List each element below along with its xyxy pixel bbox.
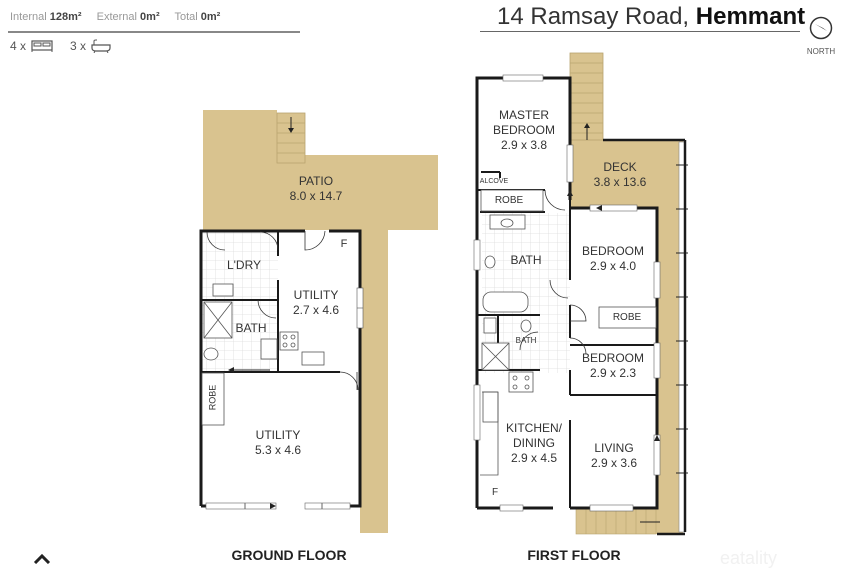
room-deck: DECK 3.8 x 13.6 <box>594 160 647 190</box>
room-kitchen-dining: KITCHEN/ DINING 2.9 x 4.5 <box>506 421 562 466</box>
north-label: NORTH <box>806 47 836 56</box>
room-name: LIVING <box>594 441 634 455</box>
room-name-line1: MASTER <box>498 108 550 122</box>
room-name-line1: KITCHEN/ <box>505 421 563 435</box>
room-alcove: ALCOVE <box>479 178 509 185</box>
room-size: 2.9 x 2.3 <box>589 366 637 380</box>
room-laundry: L'DRY <box>227 258 261 273</box>
room-robe-master: ROBE <box>494 195 524 206</box>
room-size: 8.0 x 14.7 <box>289 189 343 203</box>
room-name-line2: BEDROOM <box>492 123 556 137</box>
room-name: UTILITY <box>293 288 339 302</box>
room-size: 3.8 x 13.6 <box>593 175 647 189</box>
internal-label: Internal <box>10 11 47 23</box>
total-value: 0m² <box>200 11 221 23</box>
fridge-mark-first: F <box>491 487 499 498</box>
room-bath-ground: BATH <box>235 321 266 336</box>
header-divider <box>8 31 300 33</box>
street-address: 14 Ramsay Road, <box>497 3 690 30</box>
room-bath-main: BATH <box>510 253 542 267</box>
total-label: Total <box>174 11 198 23</box>
room-name: BATH <box>235 321 267 335</box>
fridge-mark-ground: F <box>340 238 348 250</box>
room-name: BEDROOM <box>581 244 645 258</box>
room-bedroom-2: BEDROOM 2.9 x 4.0 <box>582 244 644 274</box>
room-size: 2.9 x 3.6 <box>590 456 638 470</box>
room-bath-ensuite: BATH <box>515 336 537 345</box>
compass-icon <box>809 16 833 40</box>
bedroom-count: 4 x <box>10 39 27 53</box>
room-name: DECK <box>603 160 637 174</box>
room-counts: 4 x 3 x <box>10 39 112 53</box>
room-name-line2: DINING <box>512 436 555 450</box>
bed-icon <box>31 40 53 52</box>
bathroom-count: 3 x <box>70 39 87 53</box>
suburb: Hemmant <box>695 3 806 30</box>
room-name: UTILITY <box>255 428 301 442</box>
north-compass: NORTH <box>806 16 836 56</box>
bathtub-icon <box>91 39 111 53</box>
room-utility-upper: UTILITY 2.7 x 4.6 <box>293 288 339 318</box>
ground-floor-plan <box>199 110 438 533</box>
external-label: External <box>96 11 137 23</box>
room-living: LIVING 2.9 x 3.6 <box>591 441 637 471</box>
external-value: 0m² <box>140 11 160 23</box>
title-divider <box>480 31 800 32</box>
room-patio: PATIO 8.0 x 14.7 <box>290 174 343 204</box>
room-size: 2.7 x 4.6 <box>292 303 340 317</box>
room-name: ROBE <box>207 384 218 411</box>
room-size: 2.9 x 4.5 <box>510 451 558 465</box>
room-name: L'DRY <box>226 258 262 272</box>
room-size: 2.9 x 3.8 <box>500 138 548 152</box>
room-robe-bedroom: ROBE <box>612 312 642 323</box>
room-size: 5.3 x 4.6 <box>254 443 302 457</box>
area-summary: Internal 128m² External 0m² Total 0m² <box>10 11 232 23</box>
room-name: PATIO <box>298 174 334 188</box>
room-master-bedroom: MASTER BEDROOM 2.9 x 3.8 <box>493 108 555 153</box>
first-floor-title: FIRST FLOOR <box>527 547 621 563</box>
room-utility-lower: UTILITY 5.3 x 4.6 <box>255 428 301 458</box>
room-name: BEDROOM <box>581 351 645 365</box>
first-floor-plan <box>473 52 688 536</box>
internal-value: 128m² <box>49 11 82 23</box>
ground-floor-title: GROUND FLOOR <box>231 547 347 563</box>
chevron-up-icon[interactable] <box>33 553 51 564</box>
watermark: eatality <box>720 548 778 568</box>
room-bedroom-3: BEDROOM 2.9 x 2.3 <box>582 351 644 381</box>
room-size: 2.9 x 4.0 <box>589 259 637 273</box>
room-robe-ground: ROBE <box>206 385 221 411</box>
property-address: 14 Ramsay Road, Hemmant <box>497 3 805 31</box>
